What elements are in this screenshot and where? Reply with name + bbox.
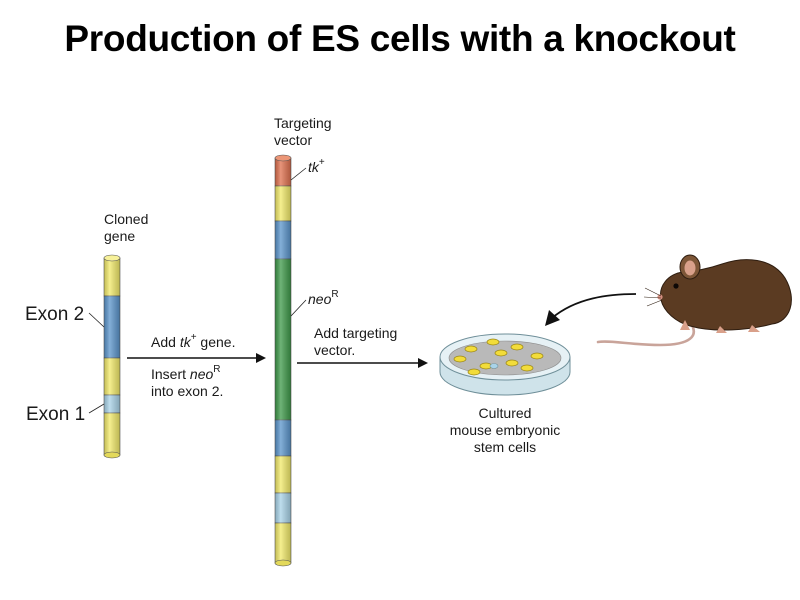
- tk-label: tk+: [308, 157, 325, 176]
- step1-tk-superscript: +: [190, 332, 197, 343]
- petri-dish: [439, 333, 571, 396]
- stem-cell: [453, 355, 467, 363]
- step1-into-exon2-label: into exon 2.: [151, 383, 224, 399]
- step1-add-tk-label: Add tk+ gene.: [151, 332, 236, 351]
- page-title: Production of ES cells with a knockout: [64, 18, 736, 59]
- stem-cell: [486, 338, 500, 346]
- cloned-gene-top-cap: [103, 254, 121, 262]
- mouse-tail: [596, 320, 696, 347]
- tk-superscript: +: [318, 157, 325, 168]
- mouse-nose: [657, 294, 663, 300]
- step1-add-text: Add: [151, 334, 180, 350]
- step2-label: Add targeting vector.: [314, 325, 397, 359]
- cultured-cells-label: Cultured mouse embryonic stem cells: [425, 405, 585, 456]
- step1-neo-text: neo: [189, 366, 214, 382]
- step2-label-line2: vector.: [314, 342, 356, 358]
- mouse-illustration: [596, 254, 792, 347]
- vector-bottom-cap: [274, 559, 292, 567]
- mouse-eye: [673, 283, 679, 289]
- cloned-gene-label-line2: gene: [104, 228, 136, 244]
- vector-top-cap: [274, 154, 292, 162]
- stem-cell: [494, 349, 508, 357]
- step1-neo-superscript: R: [213, 364, 221, 375]
- exon2-label: Exon 2: [25, 304, 85, 325]
- neo-text: neo: [308, 291, 332, 307]
- mouse-front-paw: [680, 320, 690, 330]
- stem-cell: [530, 352, 544, 360]
- cloned-gene-label: Cloned gene: [104, 211, 148, 245]
- stem-cell: [467, 368, 481, 376]
- cultured-cells-label-line1: Cultured: [478, 405, 532, 421]
- cultured-cells-label-line3: stem cells: [473, 439, 537, 455]
- exon1-label: Exon 1: [26, 404, 86, 425]
- exon1-leader-line: [88, 403, 105, 414]
- step1-tk-text: tk: [179, 334, 191, 350]
- tk-leader-line: [290, 167, 307, 181]
- stem-cell: [505, 359, 519, 367]
- targeting-vector-label: Targeting vector: [274, 115, 332, 149]
- neo-label: neoR: [308, 289, 339, 308]
- stem-cell: [464, 345, 478, 353]
- targeting-vector-label-line1: Targeting: [274, 115, 332, 131]
- mouse-hind-paw: [716, 326, 727, 333]
- stem-cell-blue: [489, 363, 499, 369]
- step1-insert-neo-label: Insert neoR: [151, 364, 221, 383]
- step1-gene-text: gene.: [196, 334, 236, 350]
- mouse-whiskers: [643, 287, 663, 307]
- tk-text: tk: [308, 159, 319, 175]
- neo-leader-line: [290, 299, 307, 317]
- exon2-leader-line: [88, 312, 105, 328]
- mouse-hind-paw-2: [748, 325, 760, 332]
- stem-cell: [520, 364, 534, 372]
- targeting-vector-rod: [274, 154, 292, 567]
- cloned-gene-rod: [103, 254, 121, 459]
- arrow-mouse-to-dish: [551, 293, 637, 319]
- targeting-vector-label-line2: vector: [274, 132, 313, 148]
- cultured-cells-label-line2: mouse embryonic: [449, 422, 561, 438]
- cloned-gene-label-line1: Cloned: [104, 211, 149, 227]
- stem-cell: [510, 343, 524, 351]
- mouse-ear-inner: [684, 260, 696, 276]
- neo-superscript: R: [331, 289, 339, 300]
- step1-insert-text: Insert: [151, 366, 190, 382]
- cloned-gene-bottom-cap: [103, 451, 121, 459]
- step2-label-line1: Add targeting: [314, 325, 398, 341]
